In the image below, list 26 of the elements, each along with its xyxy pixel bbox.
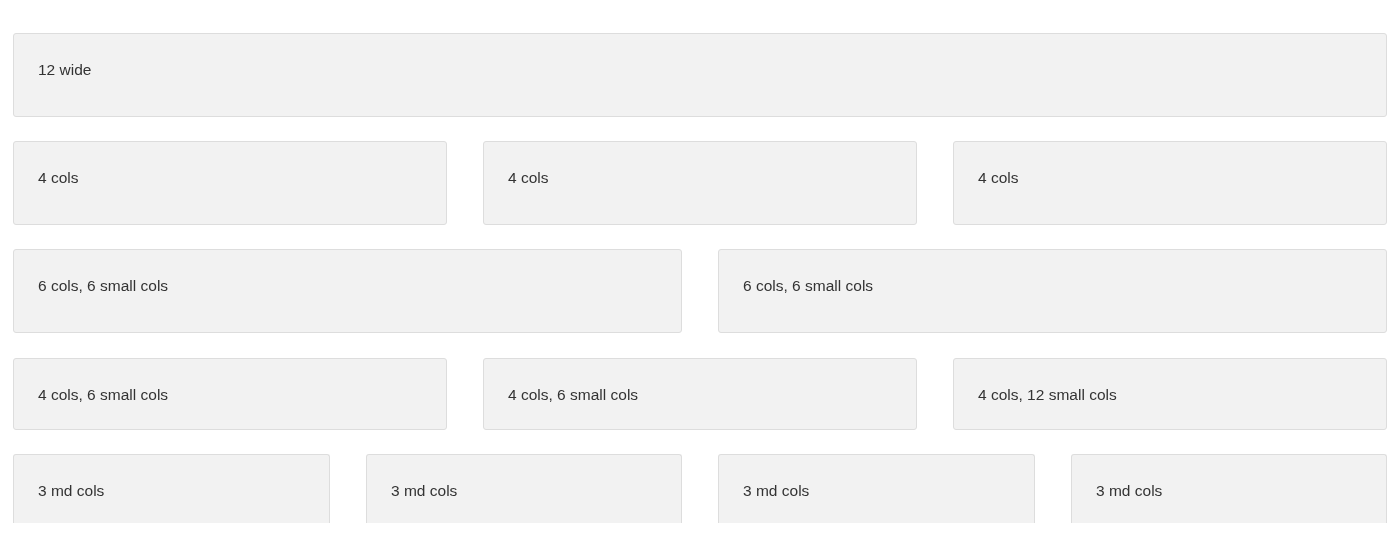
grid-column-box bbox=[718, 249, 1387, 333]
column-label: 4 cols, 6 small cols bbox=[508, 385, 639, 405]
grid-column-box bbox=[718, 454, 1035, 523]
column-label: 6 cols, 6 small cols bbox=[743, 276, 874, 296]
grid-column-box bbox=[13, 33, 1387, 117]
column-label: 4 cols bbox=[508, 168, 549, 188]
column-label: 12 wide bbox=[38, 60, 92, 80]
column-label: 3 md cols bbox=[38, 481, 105, 501]
grid-column-box bbox=[953, 141, 1387, 225]
grid-column-box bbox=[13, 358, 447, 430]
column-label: 4 cols, 6 small cols bbox=[38, 385, 169, 405]
column-label: 3 md cols bbox=[391, 481, 458, 501]
grid-column-box bbox=[366, 454, 682, 523]
column-label: 3 md cols bbox=[743, 481, 810, 501]
column-label: 3 md cols bbox=[1096, 481, 1163, 501]
grid-column-box bbox=[13, 249, 682, 333]
column-label: 4 cols, 12 small cols bbox=[978, 385, 1117, 405]
grid-column-box bbox=[953, 358, 1387, 430]
grid-column-box bbox=[483, 358, 917, 430]
grid-column-box bbox=[483, 141, 917, 225]
grid-column-box bbox=[13, 454, 330, 523]
column-label: 4 cols bbox=[38, 168, 79, 188]
column-label: 6 cols, 6 small cols bbox=[38, 276, 169, 296]
grid-column-box bbox=[13, 141, 447, 225]
grid-column-box bbox=[1071, 454, 1387, 523]
column-label: 4 cols bbox=[978, 168, 1019, 188]
